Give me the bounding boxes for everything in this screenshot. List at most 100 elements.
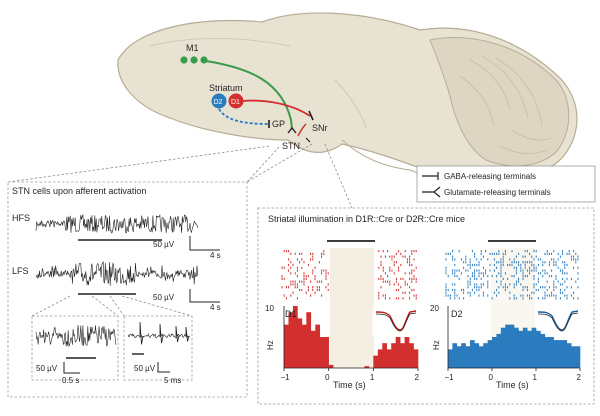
gp-label: GP bbox=[272, 119, 285, 129]
d1-neuron bbox=[228, 93, 244, 109]
x-tick-label: 2 bbox=[577, 373, 582, 382]
psth-bar bbox=[386, 349, 392, 368]
cortex-fold bbox=[149, 38, 291, 47]
hfs-scalebar bbox=[189, 236, 220, 251]
psth-bar bbox=[456, 346, 462, 368]
d2-label: D2 bbox=[214, 99, 223, 106]
psth-bar bbox=[377, 349, 383, 368]
psth-bar bbox=[553, 340, 559, 368]
psth-bar bbox=[404, 337, 410, 368]
d2-yaxis-label: Hz bbox=[432, 340, 441, 350]
illumination-panel-title: Striatal illumination in D1R::Cre or D2R… bbox=[268, 214, 465, 224]
d1-light-window bbox=[330, 248, 374, 368]
psth-bar bbox=[461, 343, 466, 368]
illumination-panel-border bbox=[257, 207, 595, 405]
psth-bar bbox=[531, 327, 537, 368]
psth-bar bbox=[297, 318, 303, 368]
zoom-lines bbox=[31, 295, 193, 317]
psth-bar bbox=[328, 364, 334, 368]
glutamate-terminal-symbol bbox=[422, 186, 441, 198]
psth-bar bbox=[319, 337, 325, 368]
d1-raster bbox=[281, 250, 417, 300]
voltage-trace bbox=[35, 260, 198, 286]
hfs-trace bbox=[35, 213, 198, 234]
voltage-trace bbox=[35, 213, 198, 234]
d1-waveform bbox=[375, 310, 417, 331]
legend: GABA-releasing terminals Glutamate-relea… bbox=[416, 165, 596, 203]
voltage-trace bbox=[35, 325, 117, 347]
psth-bar bbox=[522, 327, 528, 368]
m1-neuron bbox=[180, 56, 188, 64]
d1-yaxis-label: Hz bbox=[266, 340, 275, 350]
x-tick-label: 0 bbox=[489, 373, 494, 382]
d2-waveform-overlay bbox=[537, 312, 579, 332]
gaba-terminal-symbol bbox=[422, 172, 439, 180]
lfs-label: LFS bbox=[12, 266, 29, 276]
x-tick-label: −1 bbox=[281, 373, 291, 382]
psth-bar bbox=[566, 343, 572, 368]
psth-bar bbox=[558, 340, 563, 368]
lfs-inset-1-trace bbox=[35, 325, 117, 347]
cerebellum-outline bbox=[429, 37, 570, 167]
lfs-inset-2-trace bbox=[127, 321, 190, 345]
spike bbox=[185, 326, 190, 342]
d1-waveform-box bbox=[372, 306, 418, 336]
inset-2-scale-time: 5 ms bbox=[164, 376, 181, 385]
psth-bar bbox=[465, 346, 471, 368]
psth-bar bbox=[301, 324, 307, 368]
glutamate-terminal bbox=[287, 126, 297, 134]
psth-bar bbox=[284, 324, 289, 368]
inset-2-scale-voltage: 50 µV bbox=[134, 364, 156, 373]
inset-1-scale-voltage: 50 µV bbox=[36, 364, 58, 373]
psth-bar bbox=[536, 330, 541, 368]
hfs-scale-time: 4 s bbox=[210, 251, 221, 260]
psth-bar bbox=[310, 330, 316, 368]
lfs-trace bbox=[35, 260, 198, 286]
psth-bar bbox=[549, 337, 554, 368]
d1-ytick: 10 bbox=[265, 304, 274, 313]
d2-waveform bbox=[537, 310, 579, 331]
x-tick-label: 0 bbox=[325, 373, 330, 382]
d1-panel-label: D1 bbox=[285, 309, 297, 319]
spike bbox=[139, 321, 144, 345]
d2-psth bbox=[448, 324, 581, 368]
psth-bar bbox=[527, 330, 532, 368]
d1-label: D1 bbox=[231, 99, 240, 106]
psth-bar bbox=[540, 333, 546, 368]
psth-bar bbox=[474, 343, 480, 368]
inset-1-scale-time: 0.5 s bbox=[62, 376, 79, 385]
psth-bar bbox=[391, 343, 396, 368]
psth-bar bbox=[373, 355, 379, 368]
snr-stn-pathway bbox=[297, 123, 307, 137]
d1-xaxis-label: Time (s) bbox=[333, 380, 366, 390]
striatal-illumination-panel: Striatal illumination in D1R::Cre or D2R… bbox=[257, 207, 595, 405]
x-tick-label: −1 bbox=[445, 373, 455, 382]
d1-waveform-overlay bbox=[375, 312, 417, 332]
psth-bar bbox=[505, 324, 510, 368]
x-tick-label: 1 bbox=[370, 373, 375, 382]
d2-neuron bbox=[211, 93, 227, 109]
d1-snr-pathway bbox=[242, 99, 311, 117]
stn-label: STN bbox=[282, 141, 300, 151]
psth-bar bbox=[492, 337, 497, 368]
psth-bar bbox=[452, 343, 458, 368]
psth-bar bbox=[409, 343, 414, 368]
psth-bar bbox=[395, 337, 401, 368]
psth-bar bbox=[413, 349, 419, 368]
psth-bar bbox=[448, 349, 453, 368]
spike bbox=[175, 325, 180, 343]
psth-bar bbox=[288, 312, 294, 368]
striatum-label: Striatum bbox=[209, 83, 243, 93]
hfs-label: HFS bbox=[12, 213, 30, 223]
stn-marker bbox=[305, 137, 311, 143]
psth-bar bbox=[478, 346, 484, 368]
psth-bar bbox=[306, 312, 312, 368]
psth-bar bbox=[324, 337, 329, 368]
d2-panel-label: D2 bbox=[451, 309, 463, 319]
legend-glutamate-label: Glutamate-releasing terminals bbox=[444, 188, 551, 197]
psth-bar bbox=[292, 306, 298, 368]
spike bbox=[159, 323, 164, 344]
